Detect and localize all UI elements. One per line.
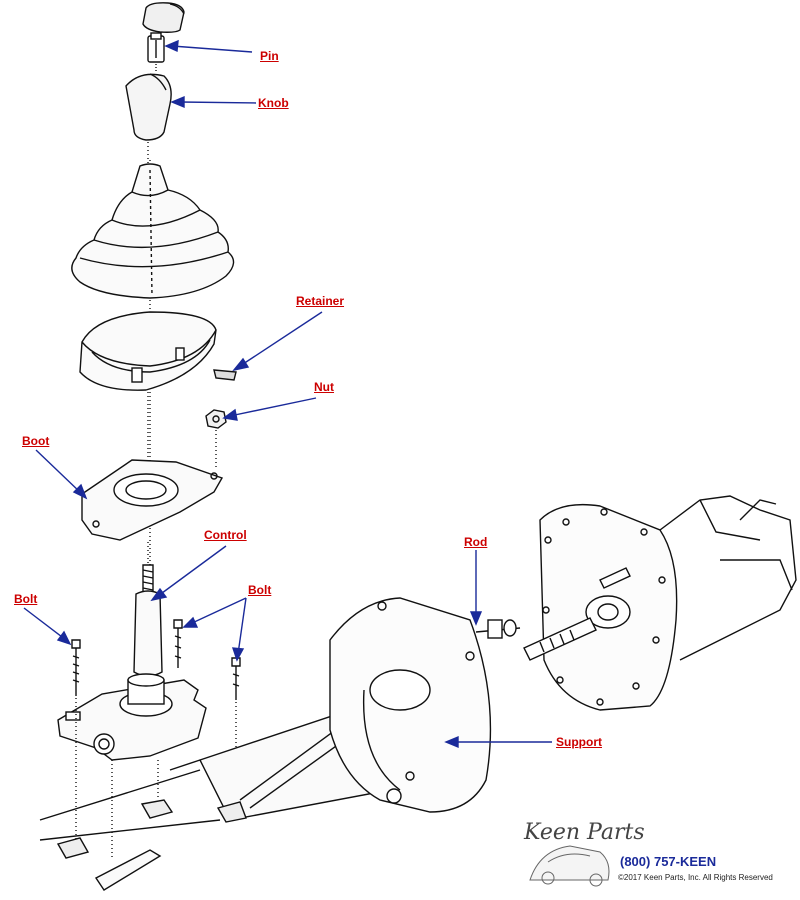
pin-label[interactable]: Pin: [260, 49, 279, 63]
nut-part: [205, 409, 227, 429]
bell-housing-part: [329, 597, 492, 813]
knob-label[interactable]: Knob: [258, 96, 289, 110]
nut-label[interactable]: Nut: [314, 380, 334, 394]
rubber-boot-part: [71, 163, 235, 299]
callout-arrows: [23, 39, 552, 749]
retainer-label[interactable]: Retainer: [296, 294, 345, 308]
bolt-right-part: [231, 657, 241, 700]
rod-part: [475, 619, 521, 639]
arrow-boot: [35, 449, 83, 495]
arrow-retainer: [239, 311, 323, 367]
arrow-pin: [171, 45, 253, 53]
mount-pads-part: [56, 799, 247, 891]
keen-parts-logo: [529, 845, 610, 887]
pin-part: [147, 32, 165, 63]
retainer-clip-part: [213, 369, 237, 381]
boot-retainer-ring-part: [79, 311, 217, 391]
arrow-control: [157, 545, 227, 597]
shifter-base-part: [57, 673, 207, 761]
bolt-right-label[interactable]: Bolt: [248, 583, 272, 597]
arrow-knob: [179, 101, 257, 104]
control-label[interactable]: Control: [204, 528, 247, 542]
shift-control-part: [133, 564, 163, 677]
transmission-part: [523, 495, 797, 711]
rod-label[interactable]: Rod: [464, 535, 488, 549]
support-label[interactable]: Support: [556, 735, 602, 749]
keen-parts-logo-text: Keen Parts: [524, 820, 645, 845]
arrow-nut: [229, 397, 317, 417]
bolt-left-label[interactable]: Bolt: [14, 592, 38, 606]
bolt-left-part: [71, 639, 81, 696]
knob-part: [125, 73, 172, 141]
phone-number: (800) 757-KEEN: [620, 854, 717, 869]
bolt-center-part: [173, 619, 183, 668]
arrow-bolt-right: [237, 597, 247, 655]
arrow-bolt-left: [23, 607, 67, 641]
boot-base-plate-part: [81, 459, 224, 541]
arrow-bolt-center: [189, 597, 247, 625]
copyright-text: ©2017 Keen Parts, Inc. All Rights Reserv…: [618, 873, 773, 882]
boot-label[interactable]: Boot: [22, 434, 50, 448]
pin-cap-part: [142, 2, 185, 33]
